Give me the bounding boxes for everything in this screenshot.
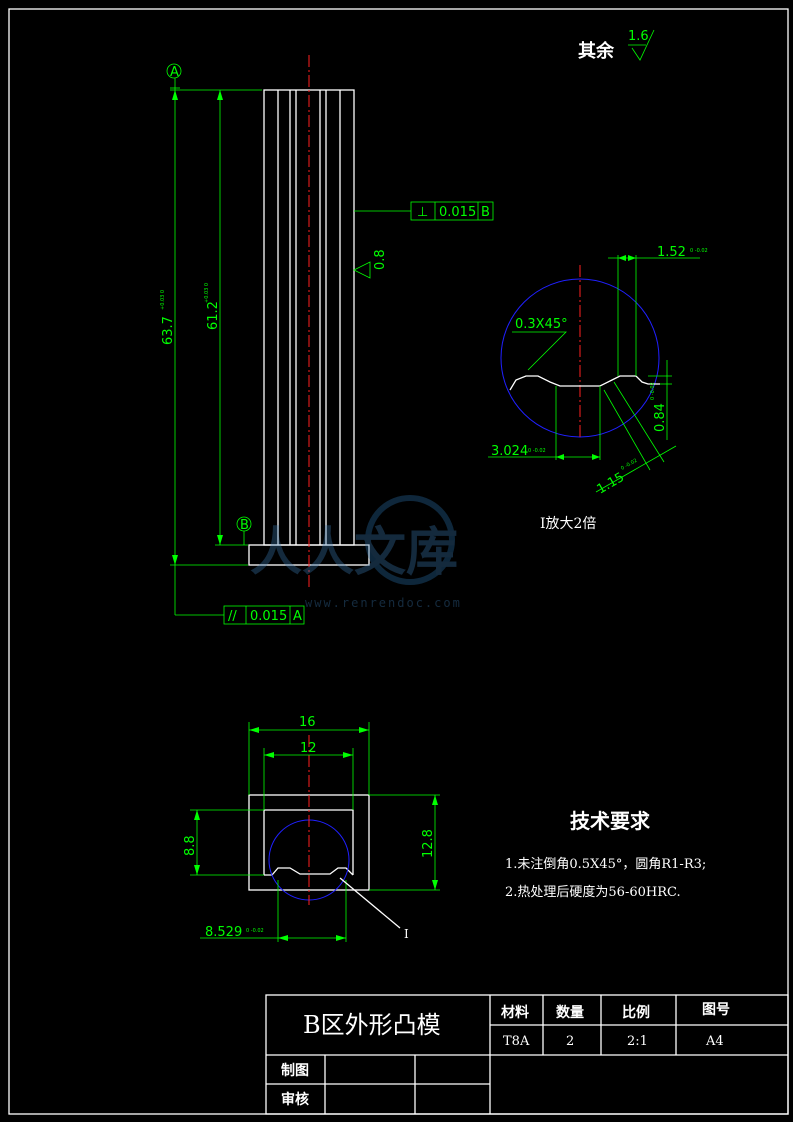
surface-finish-value: 0.8 <box>373 249 388 270</box>
detail-dim-right: 0.84 <box>653 403 668 432</box>
detail-dim-bottom: 3.024 <box>491 444 528 459</box>
section-dim-left: 8.8 <box>183 835 198 856</box>
header-drawing-no: 图号 <box>702 1002 730 1018</box>
section-dim-outer-width: 16 <box>299 715 316 730</box>
value-scale: 2:1 <box>627 1034 648 1049</box>
section-dim-right: 12.8 <box>421 829 436 858</box>
drawn-label: 制图 <box>281 1062 309 1079</box>
parallelism-frame: // 0.015 A <box>223 605 305 625</box>
value-material: T8A <box>503 1034 530 1049</box>
roughness-symbol-icon <box>631 29 655 61</box>
perp-datum: B <box>481 205 490 220</box>
datum-a-circle <box>166 63 182 79</box>
datum-a-label: A <box>170 65 179 80</box>
detail-dim-top-tol: 0 -0.02 <box>690 248 708 254</box>
watermark-text: 人人文库 <box>250 523 458 583</box>
main-view: 63.7 +0.03 0 61.2 +0.03 0 A B ⊥ 0.015 B … <box>160 55 494 625</box>
dim-total-height: 63.7 <box>161 316 176 345</box>
section-dim-inner-width: 12 <box>300 741 317 756</box>
surface-finish-icon <box>353 261 371 279</box>
watermark-logo-icon <box>365 495 455 585</box>
roughness-value: 1.6 <box>628 29 649 44</box>
tech-item-1: 1.未注倒角0.5X45°，圆角R1-R3; <box>505 857 706 872</box>
datum-b-label: B <box>240 518 249 533</box>
parallel-datum: A <box>293 609 302 624</box>
tech-requirements: 技术要求 1.未注倒角0.5X45°，圆角R1-R3; 2.热处理后硬度为56-… <box>505 809 706 900</box>
detail-dim-top: 1.52 <box>657 245 686 260</box>
dim-inner-height: 61.2 <box>206 301 221 330</box>
roughness-label: 其余 <box>578 40 615 62</box>
perp-symbol-icon: ⊥ <box>417 205 428 220</box>
detail-view: 0.3X45° 1.52 0 -0.02 0.84 0 -0.02 3.024 … <box>488 245 708 532</box>
roughness-note: 其余 1.6 <box>578 29 655 62</box>
parallel-value: 0.015 <box>250 609 287 624</box>
checked-label: 审核 <box>281 1091 309 1108</box>
detail-chamfer: 0.3X45° <box>515 317 568 332</box>
title-block: B区外形凸模 材料 数量 比例 图号 T8A 2 2:1 A4 制图 审核 <box>265 994 789 1115</box>
section-dim-bottom-tol: 0 -0.02 <box>246 928 264 934</box>
detail-dim-bottom-tol: 0 -0.02 <box>528 448 546 454</box>
perp-value: 0.015 <box>439 205 476 220</box>
value-quantity: 2 <box>566 1034 574 1049</box>
section-callout: I <box>404 927 409 941</box>
header-quantity: 数量 <box>556 1004 584 1021</box>
value-drawing-no: A4 <box>705 1034 724 1049</box>
tech-item-2: 2.热处理后硬度为56-60HRC. <box>505 884 681 900</box>
dim-inner-height-tol: +0.03 0 <box>204 283 210 303</box>
watermark: 人人文库 www.renrendoc.com <box>250 495 462 610</box>
dim-total-height-tol: +0.03 0 <box>160 290 166 310</box>
tech-title: 技术要求 <box>570 809 651 833</box>
detail-dim-right-tol: 0 -0.02 <box>650 382 656 400</box>
perpendicularity-frame: ⊥ 0.015 B <box>410 201 494 221</box>
detail-dim-diag: 1.15 <box>595 470 628 497</box>
header-material: 材料 <box>501 1004 529 1021</box>
detail-profile <box>509 375 660 391</box>
watermark-url: www.renrendoc.com <box>305 596 462 610</box>
section-view: 16 12 8.8 12.8 8.529 0 -0.02 I <box>183 715 440 942</box>
parallel-symbol-icon: // <box>228 609 237 624</box>
header-scale: 比例 <box>622 1004 650 1021</box>
detail-caption: I放大2倍 <box>540 516 596 532</box>
section-dim-bottom: 8.529 <box>205 925 242 940</box>
section-profile <box>264 867 354 876</box>
part-name: B区外形凸模 <box>303 1011 441 1039</box>
